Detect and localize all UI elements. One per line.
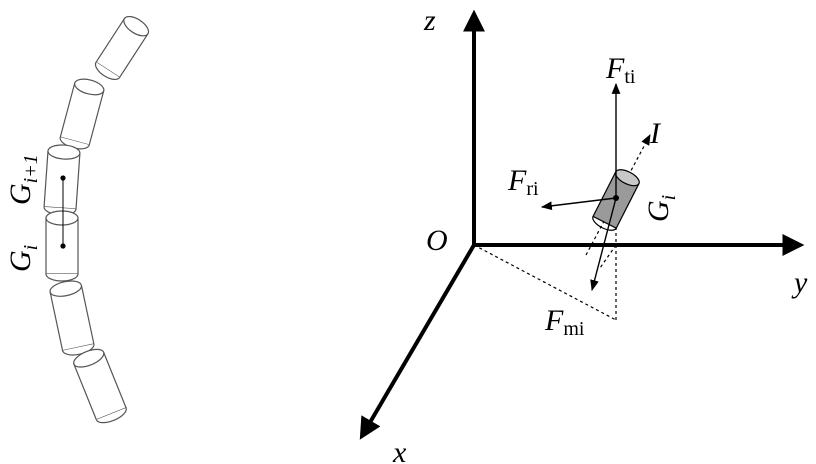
force-label-ri: Fri [507,164,539,200]
centroid-g-i [60,243,66,249]
origin-label: O [426,224,448,257]
cylinder-segment [73,348,127,424]
element-label-g-i: Gi [642,195,680,222]
axis-label-z: z [423,4,436,37]
axis-label-y: y [791,266,808,299]
coordinate-axes [359,9,805,440]
cylinder-segment-g-i [45,210,79,282]
centroid-g-i-plus-1 [60,175,66,181]
force-label-ti: Fti [605,52,636,88]
force-arrow-ri [540,197,617,211]
axis-i-label: I [649,117,662,150]
cylinder-segment [49,280,95,356]
label-g-i-plus-1: Gi+1 [4,154,42,205]
axis-label-x: x [392,436,407,464]
force-label-mi: Fmi [544,304,585,340]
label-g-i: Gi [4,245,42,272]
x-axis [359,243,476,440]
cylinder-segment [59,78,105,150]
force-arrow-mi [590,197,617,292]
segment-chain [43,15,150,424]
cylinder-segment [94,15,150,81]
projection-lines [473,200,617,321]
